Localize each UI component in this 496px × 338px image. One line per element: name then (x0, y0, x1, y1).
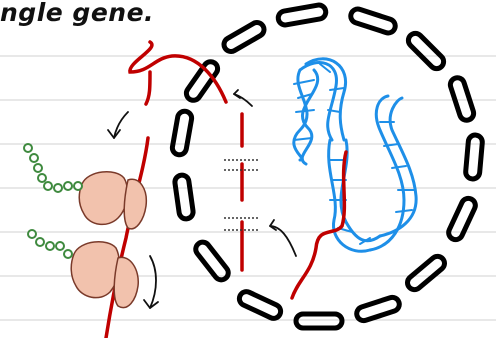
membrane-segment (171, 110, 192, 156)
amino-acid (24, 144, 32, 152)
membrane-segment (296, 314, 342, 328)
membrane-segment (446, 196, 477, 242)
amino-acid (30, 154, 38, 162)
amino-acid (36, 238, 44, 246)
dna-strand (329, 140, 370, 251)
dna-rung (296, 110, 314, 112)
mrna-strand (106, 138, 148, 338)
polypeptide-chain-lower (28, 230, 72, 258)
amino-acid (74, 182, 82, 190)
ribosomes (71, 172, 146, 308)
membrane-segment (277, 4, 327, 26)
mrna-strand (146, 72, 150, 104)
curved-arrow-icon (144, 256, 158, 308)
amino-acid (38, 174, 46, 182)
dna-rungs (294, 64, 414, 244)
amino-acid (56, 242, 64, 250)
mrna-strand (130, 42, 226, 102)
membrane-segment (449, 76, 476, 122)
amino-acid (34, 164, 42, 172)
dna-rung (396, 210, 412, 212)
curved-arrow-icon (234, 90, 252, 106)
membrane-segment (237, 289, 283, 320)
membrane-segment (465, 134, 483, 179)
dna-rung (330, 88, 344, 90)
dna-rung (392, 166, 406, 168)
membrane-segment (405, 253, 448, 292)
membrane-segment (174, 174, 194, 220)
ribosome-large-subunit (71, 242, 119, 298)
amino-acid (46, 242, 54, 250)
dna-strand (302, 70, 318, 164)
amino-acid (64, 182, 72, 190)
dna-double-helix (294, 59, 416, 251)
dna-rung (294, 138, 312, 140)
amino-acid (64, 250, 72, 258)
amino-acid (54, 184, 62, 192)
ribosome-small-subunit (114, 257, 138, 307)
ribosome-small-subunit (124, 179, 146, 228)
ribosome-large-subunit (79, 172, 127, 225)
membrane-segment (355, 296, 401, 323)
dna-strand (306, 59, 346, 140)
membrane-segment (405, 30, 446, 71)
amino-acid (28, 230, 36, 238)
curved-arrow-icon (270, 220, 296, 256)
membrane-segment (221, 20, 266, 54)
curved-arrow-icon (108, 112, 128, 138)
membrane-segment (349, 7, 397, 35)
nuclear-envelope (171, 4, 483, 328)
amino-acid (44, 182, 52, 190)
polypeptide-chain-upper (24, 144, 82, 192)
